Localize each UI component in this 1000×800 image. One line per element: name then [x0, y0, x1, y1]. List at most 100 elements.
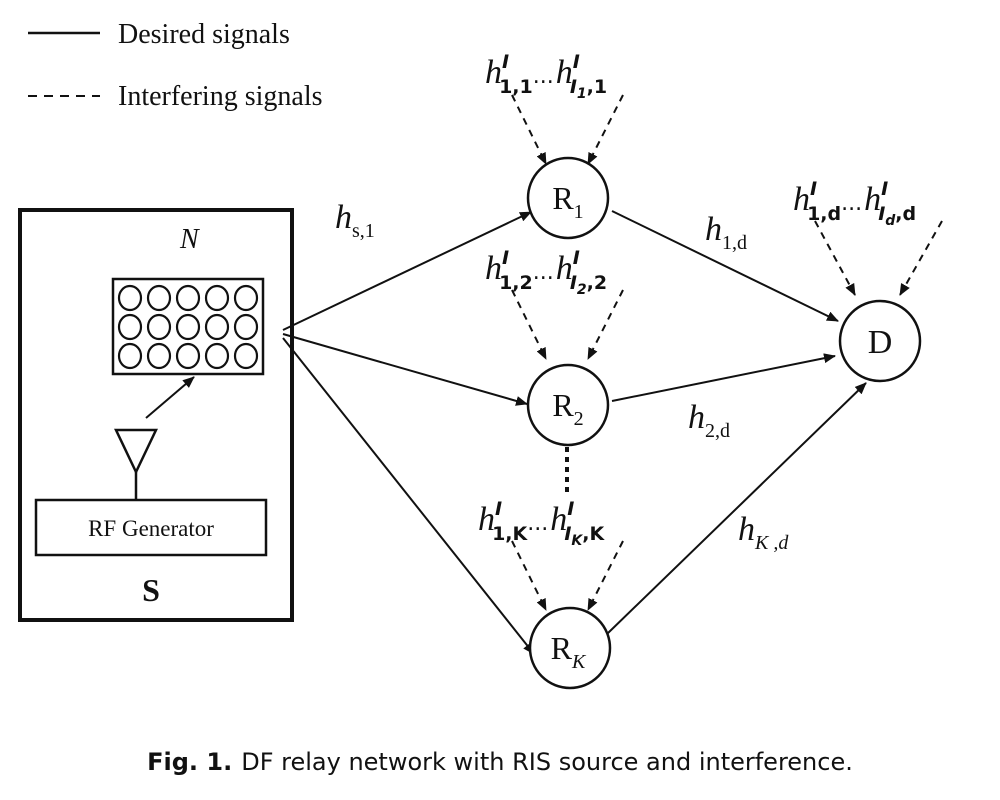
- channel-label-hs1: hs,1: [335, 199, 375, 242]
- interference-subsub: 2: [577, 282, 587, 298]
- interference-subsub: d: [885, 213, 896, 229]
- interfering-links: [511, 94, 943, 611]
- interference-sup: I: [810, 178, 817, 200]
- relay-node-rk-circle: [528, 606, 612, 690]
- relay-node-r1-sub: 1: [574, 201, 584, 223]
- ris-element: [233, 342, 259, 370]
- interf-r1-b: [587, 94, 624, 165]
- interference-dots: ...: [527, 511, 548, 536]
- link-r1-d: [611, 210, 839, 322]
- channel-label-hs1-sub: s,1: [352, 220, 375, 242]
- link-s-r2: [282, 333, 528, 406]
- ris-element: [117, 284, 143, 312]
- relay-node-r2: R2: [526, 363, 610, 447]
- interference-sup: I: [567, 498, 574, 520]
- relay-node-r2-sub: 2: [574, 408, 584, 430]
- interference-sup: I: [495, 498, 502, 520]
- interference-sup: I: [573, 51, 580, 73]
- ris-element: [146, 284, 172, 312]
- rf-generator-box: [34, 498, 268, 557]
- legend-desired-label: Desired signals: [118, 19, 290, 50]
- ris-element: [146, 313, 172, 341]
- interference-subsub: 1: [577, 86, 587, 102]
- figure-caption-text: DF relay network with RIS source and int…: [241, 748, 853, 776]
- channel-label-hs1-main: h: [335, 199, 352, 236]
- ris-panel: [111, 277, 265, 376]
- interference-h: h: [793, 181, 810, 218]
- destination-node-label: D: [868, 324, 893, 361]
- channel-label-hkd: hK ,d: [738, 511, 789, 554]
- interference-sup: I: [502, 51, 509, 73]
- interference-sup: I: [573, 247, 580, 269]
- ris-element: [175, 313, 201, 341]
- interf-rk-b: [587, 540, 624, 611]
- rf-generator-label: RF Generator: [88, 516, 214, 541]
- antenna-feed-arrow: [145, 376, 195, 419]
- relay-node-rk-label: RK: [551, 630, 587, 673]
- channel-label-h1d-sub: 1,d: [722, 232, 747, 254]
- interf-rk-a: [511, 540, 547, 611]
- link-s-rk: [282, 337, 535, 655]
- channel-label-hkd-sub: K ,d: [754, 532, 789, 554]
- ris-element: [146, 342, 172, 370]
- interference-h: h: [556, 54, 573, 91]
- interference-sub-tail: ,1: [587, 76, 607, 98]
- interference-subsub: K: [571, 533, 583, 549]
- interference-dots: ...: [533, 260, 554, 285]
- relay-node-r1-circle: [526, 156, 610, 240]
- relay-node-r2-circle: [526, 363, 610, 447]
- desired-links: [282, 210, 867, 655]
- interference-sub: 1,2: [499, 272, 533, 294]
- ris-array: [111, 277, 265, 376]
- interf-r2-a: [511, 289, 547, 360]
- relay-node-r2-main: R: [552, 387, 574, 423]
- destination-node: D: [838, 299, 922, 383]
- interference-sub: 1,1: [499, 76, 533, 98]
- interference-sub: I: [570, 76, 577, 98]
- relay-node-r2-label: R2: [552, 387, 583, 430]
- ris-element: [117, 342, 143, 370]
- antenna-count-label: N: [179, 224, 200, 255]
- relay-node-r1-label: R1: [552, 180, 583, 223]
- link-r2-d: [611, 353, 836, 402]
- antenna-icon: [114, 428, 158, 475]
- channel-label-hkd-main: h: [738, 511, 755, 548]
- interference-h: h: [478, 501, 495, 538]
- interference-sub: I: [878, 203, 885, 225]
- interference-sup: I: [502, 247, 509, 269]
- source-label: S: [142, 572, 160, 608]
- interference-sub-tail: ,2: [587, 272, 607, 294]
- interference-h: h: [864, 181, 881, 218]
- ris-element: [204, 313, 230, 341]
- channel-label-h2d-sub: 2,d: [705, 420, 730, 442]
- interference-h: h: [485, 54, 502, 91]
- interf-d-b: [899, 220, 943, 296]
- link-s-r1: [282, 211, 532, 331]
- channel-label-h1d: h1,d: [705, 211, 747, 254]
- link-rk-d: [606, 382, 867, 635]
- relay-node-rk: RK: [528, 606, 612, 690]
- ris-element: [175, 342, 201, 370]
- destination-node-circle: [838, 299, 922, 383]
- legend: Desired signals Interfering signals: [28, 19, 323, 112]
- interference-sub: 1,d: [807, 203, 841, 225]
- channel-label-h1d-main: h: [705, 211, 722, 248]
- interference-sub: I: [570, 272, 577, 294]
- interf-d-a: [814, 220, 856, 296]
- interf-r2-b: [587, 289, 624, 360]
- figure-caption: Fig. 1.DF relay network with RIS source …: [147, 748, 853, 776]
- interference-h: h: [556, 250, 573, 287]
- ris-element: [204, 342, 230, 370]
- relay-node-rk-sub: K: [571, 651, 587, 673]
- interference-sub: I: [564, 523, 571, 545]
- channel-label-h2d: h2,d: [688, 399, 730, 442]
- ris-element: [117, 313, 143, 341]
- channel-label-h2d-main: h: [688, 399, 705, 436]
- source-block: N RF Generator S: [18, 208, 294, 622]
- interference-h: h: [550, 501, 567, 538]
